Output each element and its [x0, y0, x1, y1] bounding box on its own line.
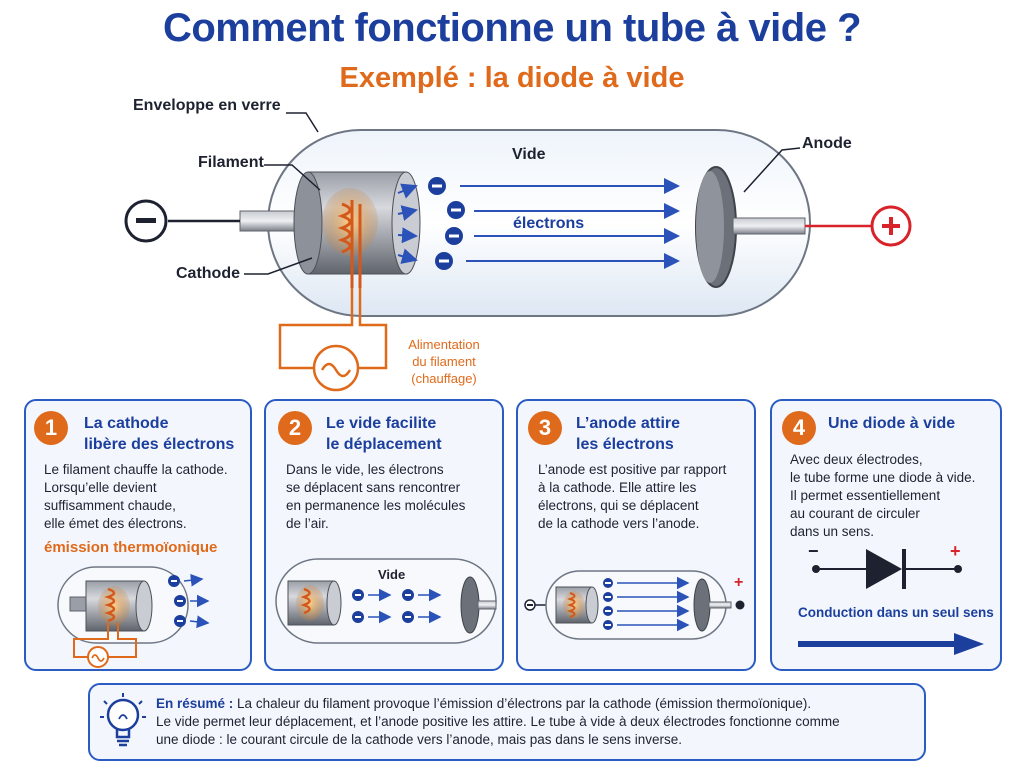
label-filament: Filament	[198, 154, 264, 171]
card-vide: 2 Le vide facilite le déplacement Dans l…	[264, 399, 504, 671]
diode-symbol-icon	[812, 549, 962, 589]
step-number-4: 4	[782, 411, 816, 445]
label-envelope: Enveloppe en verre	[133, 97, 281, 114]
card-cathode: 1 La cathode libère des électrons Le fil…	[24, 399, 252, 671]
card-text: Avec deux électrodes, le tube forme une …	[790, 452, 976, 539]
diode-plus-label: +	[950, 541, 961, 561]
conduction-label: Conduction dans un seul sens	[798, 605, 994, 620]
step-number-3: 3	[528, 411, 562, 445]
card-title: Le vide facilite le déplacement	[326, 415, 442, 453]
label-cathode: Cathode	[176, 265, 240, 282]
minus-terminal-icon	[124, 199, 168, 243]
card-title: La cathode libère des électrons	[84, 415, 235, 453]
mini-anode-illustration: +	[524, 570, 745, 640]
card-text: L’anode est positive par rapport à la ca…	[538, 462, 727, 531]
vacuum-tube-diagram	[124, 112, 912, 392]
anode-plate	[695, 166, 737, 288]
plus-terminal-icon	[870, 205, 912, 247]
cathode-cylinder	[293, 171, 421, 288]
conduction-arrow-icon	[798, 633, 984, 655]
card-text: Le filament chauffe la cathode. Lorsqu’e…	[44, 462, 228, 531]
svg-text:+: +	[734, 574, 743, 591]
summary-lead: En résumé :	[156, 696, 234, 711]
label-vide: Vide	[512, 146, 546, 163]
card-title: L’anode attire les électrons	[576, 415, 681, 453]
mini-cathode-illustration	[57, 566, 210, 668]
card-anode: 3 L’anode attire les électrons L’anode e…	[516, 399, 756, 671]
card-diode: 4 Une diode à vide Avec deux électrodes,…	[770, 399, 1002, 671]
page-subtitle: Exemplé : la diode à vide	[339, 62, 685, 94]
diode-minus-label: −	[808, 541, 819, 561]
label-anode: Anode	[802, 135, 852, 152]
summary-box: En résumé : La chaleur du filament provo…	[88, 683, 926, 761]
mini-vide-label: Vide	[378, 567, 406, 582]
mini-vacuum-illustration	[275, 558, 497, 644]
ac-source-icon	[312, 344, 360, 392]
card-highlight: émission thermoïonique	[44, 539, 218, 556]
page-title: Comment fonctionne un tube à vide ?	[162, 6, 862, 50]
card-title: Une diode à vide	[828, 415, 956, 432]
electron-icon	[428, 177, 465, 270]
step-number-1: 1	[34, 411, 68, 445]
label-power: Alimentation du filament (chauffage)	[408, 337, 480, 386]
lightbulb-icon	[100, 693, 146, 747]
card-text: Dans le vide, les électrons se déplacent…	[286, 462, 466, 531]
summary-text: En résumé : La chaleur du filament provo…	[156, 696, 840, 747]
step-number-2: 2	[278, 411, 312, 445]
label-electrons: électrons	[513, 215, 585, 232]
